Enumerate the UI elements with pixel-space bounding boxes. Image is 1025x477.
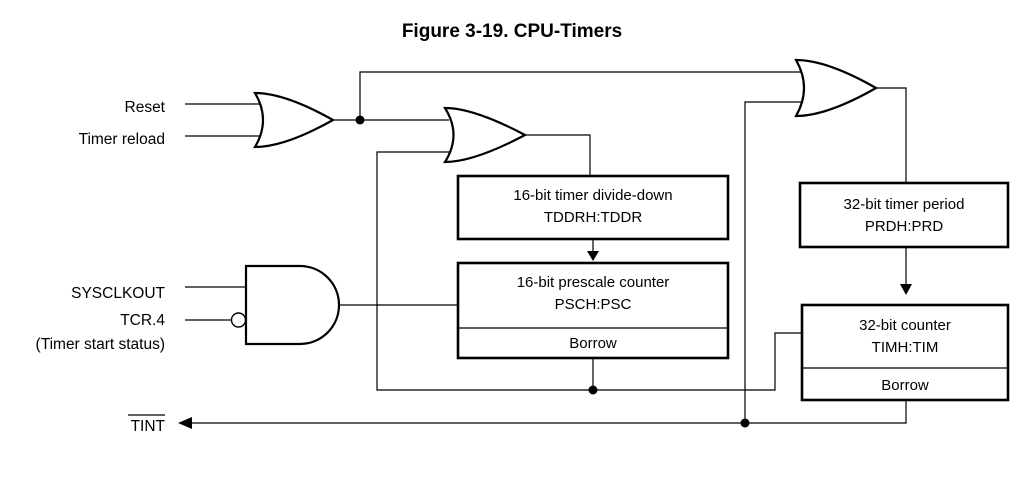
tint-wire	[192, 400, 907, 424]
and-gate-icon	[244, 264, 341, 346]
junction-dot	[740, 418, 750, 428]
or-gate-icon	[253, 91, 336, 149]
counter-title: 32-bit counter	[859, 317, 951, 334]
or-gate-icon	[443, 106, 528, 164]
sysclkout-label: SYSCLKOUT	[71, 285, 165, 302]
inverter-bubble-icon	[230, 312, 247, 328]
timer-period-box	[798, 181, 1010, 249]
timer-reload-label: Timer reload	[79, 131, 165, 148]
reset-label: Reset	[125, 99, 166, 116]
arrowhead-icon	[900, 284, 912, 295]
arrowhead-icon	[178, 417, 192, 429]
counter-box	[800, 303, 1010, 402]
prescale-counter-box	[456, 261, 730, 360]
counter-register: TIMH:TIM	[872, 339, 939, 356]
divide-down-block: 16-bit timer divide-down TDDRH:TDDR	[456, 174, 730, 241]
prescale-counter-register: PSCH:PSC	[555, 296, 632, 313]
divide-down-title: 16-bit timer divide-down	[513, 187, 672, 204]
counter-block: 32-bit counter TIMH:TIM Borrow	[800, 303, 1010, 402]
prescale-counter-block: 16-bit prescale counter PSCH:PSC Borrow	[456, 261, 730, 360]
timer-period-title: 32-bit timer period	[844, 196, 965, 213]
prescale-borrow-label: Borrow	[569, 335, 617, 352]
borrow-loop-wire	[376, 151, 802, 391]
timer-period-block: 32-bit timer period PRDH:PRD	[798, 181, 1010, 249]
arrowhead-icon	[587, 251, 599, 261]
prescale-counter-title: 16-bit prescale counter	[517, 274, 670, 291]
wires	[185, 71, 907, 424]
or-gate-icon	[794, 58, 879, 118]
reload-to-or3-wire	[359, 71, 803, 120]
tint-label: TINT	[131, 418, 166, 435]
divide-down-register: TDDRH:TDDR	[544, 209, 642, 226]
divide-down-box	[456, 174, 730, 241]
or3-output-wire	[876, 87, 907, 183]
junction-dot	[355, 115, 365, 125]
counter-borrow-label: Borrow	[881, 377, 929, 394]
junction-dot	[588, 385, 598, 395]
figure-title: Figure 3-19. CPU-Timers	[402, 21, 622, 42]
or2-output-wire	[525, 134, 591, 176]
tint-feedback-wire	[744, 101, 804, 423]
timer-start-status-label: (Timer start status)	[36, 336, 165, 353]
tcr4-label: TCR.4	[120, 312, 165, 329]
timer-period-register: PRDH:PRD	[865, 218, 944, 235]
